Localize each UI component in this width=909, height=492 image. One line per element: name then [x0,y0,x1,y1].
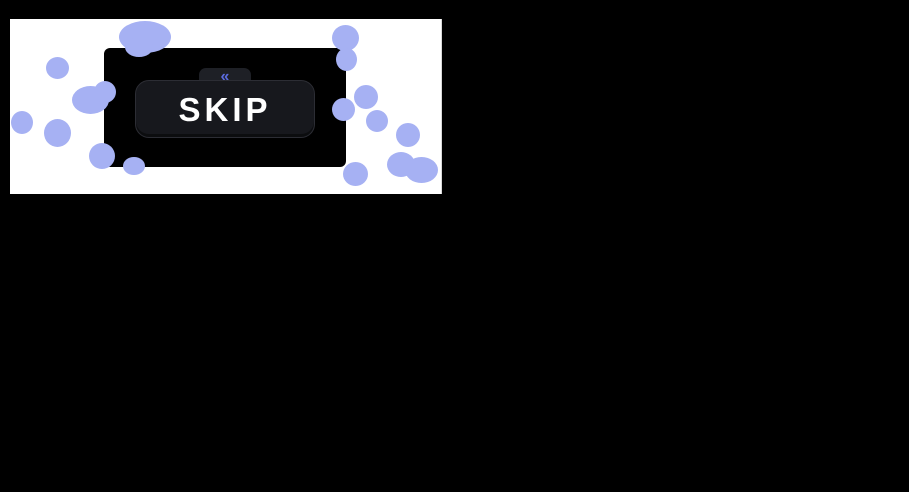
paint-blob [354,85,378,109]
drawing-canvas[interactable]: « SKIP [10,19,442,194]
paint-blob [396,123,420,147]
skip-button-label: SKIP [178,90,272,128]
paint-blob [46,57,69,79]
paint-blob [343,162,368,186]
paint-blob [366,110,388,132]
paint-blob [44,119,71,147]
skip-dialog: « SKIP [104,48,346,167]
paint-blob [405,157,438,183]
paint-blob [11,111,33,134]
double-chevron-left-icon: « [220,68,230,85]
skip-button[interactable]: SKIP [135,80,315,138]
paint-blob [387,152,415,177]
